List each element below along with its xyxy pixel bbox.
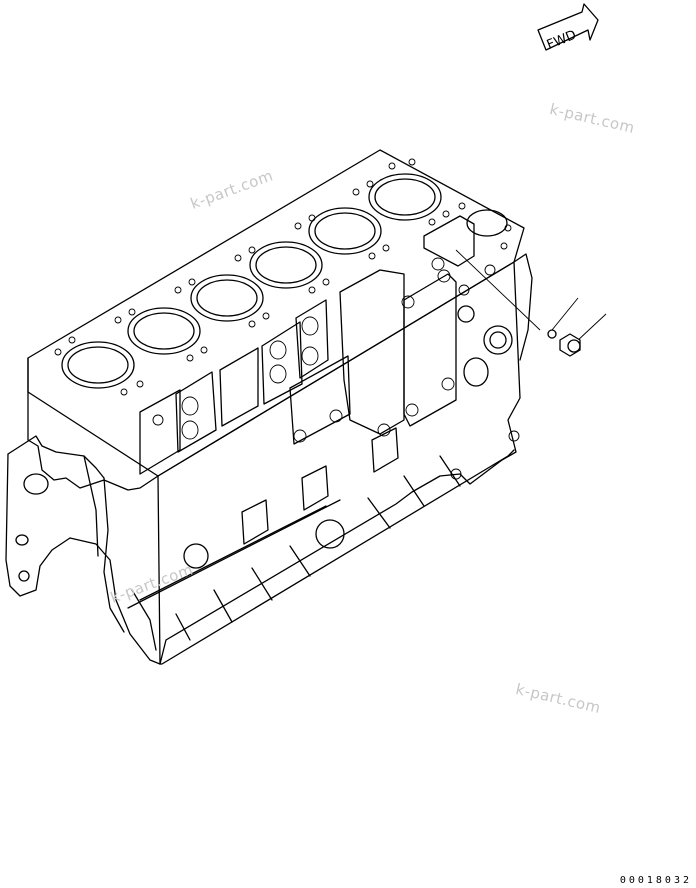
block-front-face	[5, 391, 161, 665]
cylinder-bores	[61, 173, 508, 389]
plug-icon	[559, 333, 581, 357]
side-bosses	[139, 299, 351, 475]
crankcase-pockets	[175, 427, 461, 641]
head-bolt-holes	[54, 158, 512, 396]
rear-bosses	[450, 253, 533, 480]
oil-cooler-cover	[339, 215, 475, 437]
callouts	[455, 249, 607, 357]
block-side-face	[127, 261, 521, 665]
drawing-number: 00018032	[619, 875, 692, 886]
fwd-label: FWD	[545, 28, 579, 53]
o-ring-icon	[547, 329, 557, 339]
cylinder-block-deck	[27, 149, 525, 665]
fwd-arrow: FWD	[537, 3, 599, 53]
